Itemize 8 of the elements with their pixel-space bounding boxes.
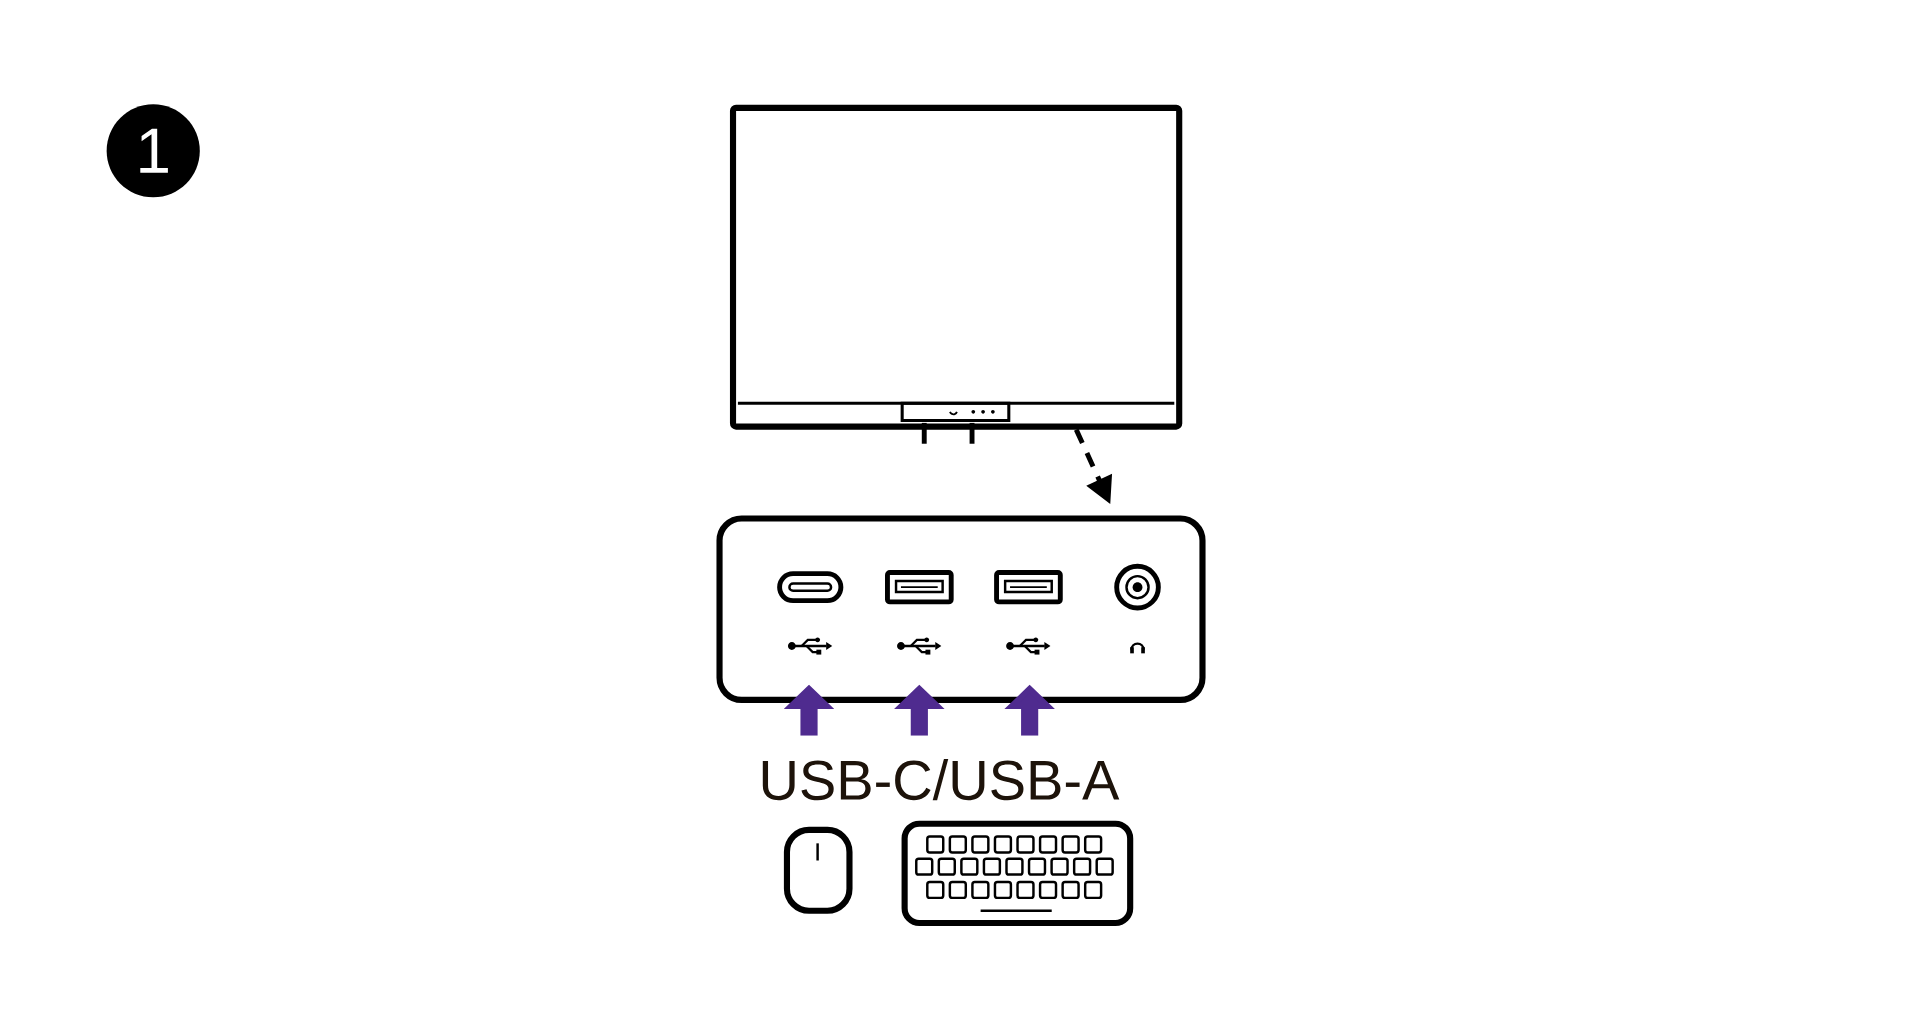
monitor-drawing: [729, 104, 1183, 444]
port-panel: [716, 515, 1206, 703]
audio-jack: [1114, 563, 1161, 611]
usb-port: [885, 570, 954, 605]
step-number: 1: [106, 104, 200, 198]
port-label: USB-C/USB-A: [762, 759, 1120, 801]
usb-port: [777, 571, 844, 604]
usb-port: [994, 570, 1063, 605]
